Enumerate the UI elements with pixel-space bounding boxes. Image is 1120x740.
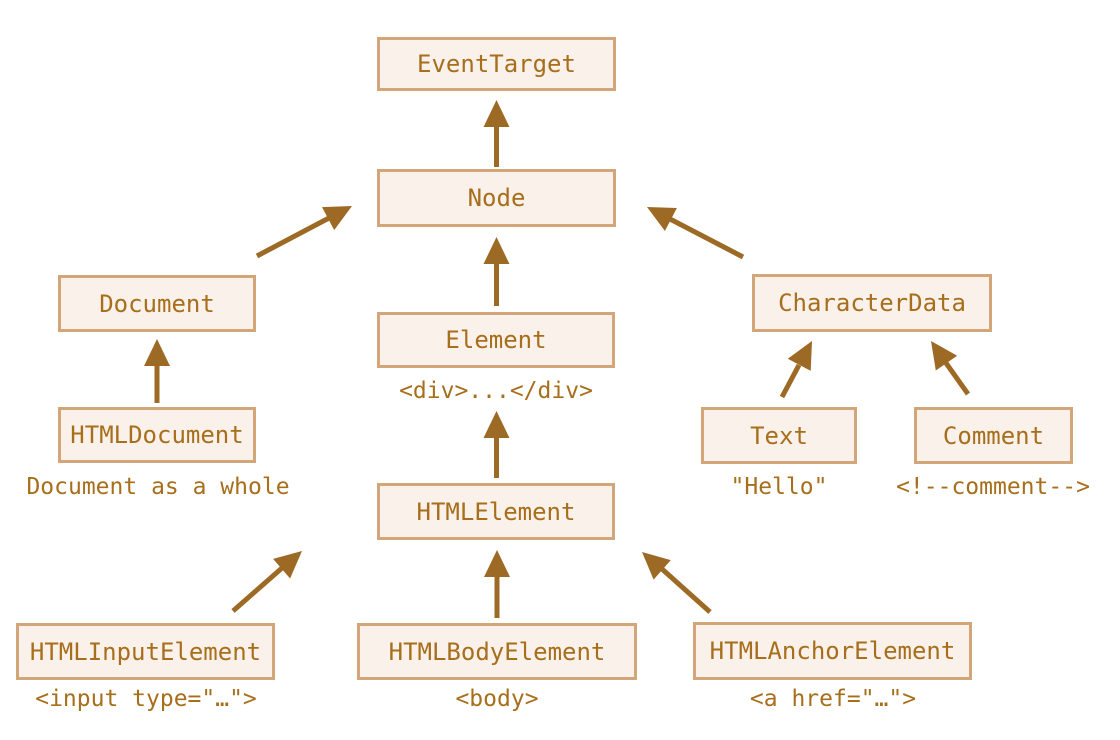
caption-htmlbodyelement-example: <body> [455,686,539,712]
class-label-htmlbodyelement: HTMLBodyElement [388,637,606,666]
arrow-element-to-node [483,237,510,306]
class-label-text: Text [750,421,808,450]
class-box-element: Element [377,312,615,368]
caption-htmlinputelement-example: <input type="…"> [35,686,257,712]
class-box-text: Text [701,407,857,464]
class-label-node: Node [467,184,526,212]
arrow-comment-to-characterdata [931,341,971,396]
arrow-htmldocument-to-document [144,339,170,403]
arrow-htmlbodyelement-to-htmlelement [484,550,510,618]
class-label-element: Element [445,326,547,354]
arrow-text-to-characterdata [779,341,812,399]
class-label-htmlanchorelement: HTMLAnchorElement [709,637,956,665]
class-box-htmldocument: HTMLDocument [58,407,256,463]
class-box-node: Node [377,169,616,227]
class-box-comment: Comment [914,407,1073,464]
arrow-node-to-eventtarget [483,100,510,167]
caption-htmlanchorelement-example: <a href="…"> [749,686,917,712]
class-box-characterdata: CharacterData [752,274,992,332]
class-box-htmlelement: HTMLElement [377,483,615,540]
class-label-htmlinputelement: HTMLInputElement [29,637,262,666]
class-box-htmlinputelement: HTMLInputElement [16,623,275,680]
caption-comment-example: <!--comment--> [896,474,1090,500]
class-label-eventtarget: EventTarget [417,50,576,78]
arrow-document-to-node [255,206,352,259]
class-label-htmlelement: HTMLElement [416,497,576,526]
caption-htmldocument-description: Document as a whole [26,474,290,500]
class-box-eventtarget: EventTarget [377,37,616,91]
class-box-document: Document [58,275,256,332]
arrow-characterdata-to-node [647,207,745,260]
class-label-comment: Comment [942,421,1045,450]
class-label-characterdata: CharacterData [778,289,966,317]
class-box-htmlbodyelement: HTMLBodyElement [357,623,637,680]
arrow-htmlelement-to-element [483,411,510,478]
class-label-htmldocument: HTMLDocument [70,421,244,449]
class-box-htmlanchorelement: HTMLAnchorElement [693,622,972,680]
arrow-htmlanchorelement-to-htmlelement [642,552,712,614]
class-label-document: Document [99,289,215,318]
caption-element-example: <div>...</div> [399,378,593,404]
arrow-htmlinputelement-to-htmlelement [231,551,302,613]
caption-text-example: "Hello" [730,474,828,500]
